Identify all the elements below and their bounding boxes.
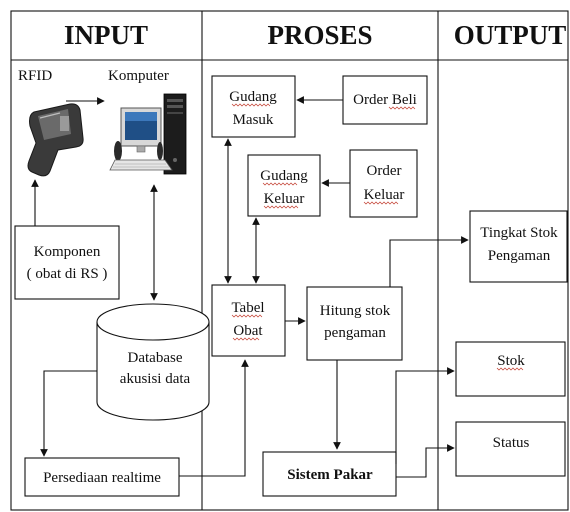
komputer-label: Komputer: [108, 68, 169, 84]
tabel-underline: [231, 314, 263, 318]
gudang-masuk-text: Gudang: [229, 89, 277, 105]
header-output: OUTPUT: [454, 20, 567, 50]
sistem-pakar-text: Sistem Pakar: [287, 467, 373, 483]
status-box: [455, 421, 566, 477]
order-keluar-text: Order: [367, 163, 402, 179]
stok-underline: [496, 367, 524, 371]
hitung-stok-box: [306, 286, 403, 361]
arrow-sistempakar-to-status: [396, 444, 455, 478]
arrow-hitung-to-tingkat: [389, 236, 469, 287]
tingkat-stok-text: Tingkat Stok: [480, 225, 558, 241]
order-beli-text: Order Beli: [353, 92, 417, 108]
hitung-stok-subtext: pengaman: [324, 325, 386, 341]
komponen-box: [14, 225, 120, 300]
database-cylinder: [96, 303, 210, 421]
stok-text: Stok: [497, 353, 525, 369]
gudang-keluar-text: Gudang: [260, 168, 308, 184]
tingkat-stok-box: [469, 210, 568, 283]
tabel-obat-text: Tabel: [231, 300, 264, 316]
order-beli-underline: [388, 106, 416, 110]
persediaan-box: [24, 457, 180, 497]
gudang-masuk-underline: [231, 103, 271, 107]
arrow-sistempakar-to-stok: [395, 367, 455, 464]
gudang-masuk-subtext: Masuk: [233, 112, 274, 128]
hitung-stok-text: Hitung stok: [320, 303, 391, 319]
header-proses: PROSES: [267, 20, 372, 50]
computer-icon: [109, 93, 187, 175]
tingkat-stok-subtext: Pengaman: [488, 248, 551, 264]
rfid-label: RFID: [18, 68, 52, 84]
komponen-text: Komponen: [34, 244, 101, 260]
tabel-obat-box: [211, 284, 286, 357]
arrow-database-to-persediaan: [40, 370, 97, 457]
tabel-obat-subtext: Obat: [233, 323, 263, 339]
order-keluar-box: [349, 149, 418, 218]
komponen-subtext: ( obat di RS ): [27, 266, 108, 282]
arrow-persediaan-to-tabel: [179, 359, 249, 477]
database-subtext: akusisi data: [120, 371, 191, 387]
gudang-keluar-subtext: Keluar: [264, 191, 305, 207]
database-text: Database: [128, 350, 183, 366]
sistem-pakar-box: [262, 451, 397, 497]
rfid-scanner-icon: [27, 103, 84, 177]
keluar-underline-1: [263, 205, 299, 209]
table-frame: [10, 10, 569, 511]
header-input: INPUT: [64, 20, 148, 50]
order-beli-box: [342, 75, 428, 125]
gudang-masuk-box: [211, 75, 296, 138]
gudang-keluar-underline: [262, 182, 298, 186]
obat-underline: [232, 337, 260, 341]
keluar-underline-2: [363, 201, 399, 205]
stok-box: [455, 341, 566, 397]
persediaan-text: Persediaan realtime: [43, 470, 161, 486]
status-text: Status: [493, 435, 530, 451]
order-keluar-subtext: Keluar: [364, 187, 405, 203]
